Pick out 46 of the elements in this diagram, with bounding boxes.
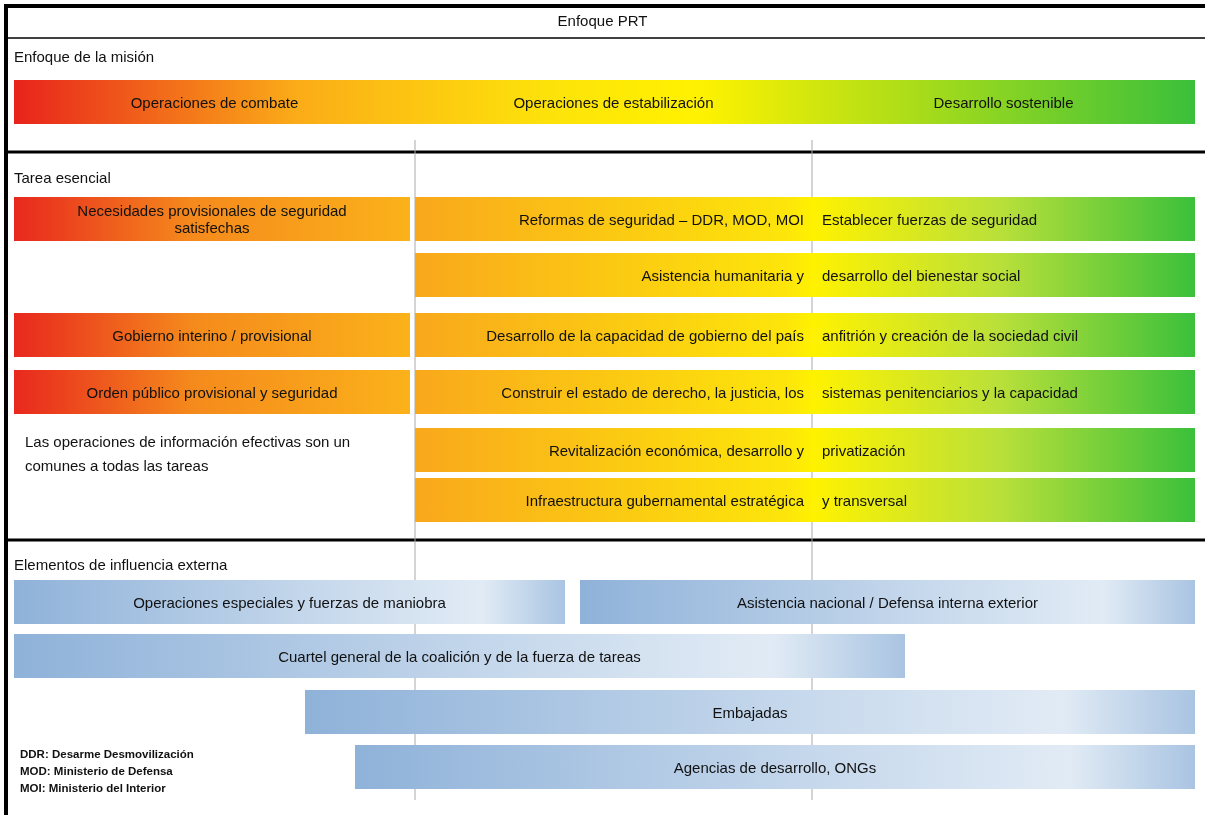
bar-label: Cuartel general de la coalición y de la fuerza de tareas (277, 646, 642, 667)
bar-label: Embajadas (711, 702, 789, 723)
gradient-bar (415, 313, 1195, 357)
gradient-bar (580, 580, 1195, 624)
bar-label: Asistencia humanitaria y (640, 265, 805, 286)
abbreviation-note: MOI: Ministerio del Interior (20, 782, 166, 794)
gradient-bar (415, 370, 1195, 414)
section-heading: Tarea esencial (14, 169, 111, 186)
bar-label: Operaciones de estabilización (512, 92, 715, 113)
bar-label: Construir el estado de derecho, la justicia, los (500, 382, 805, 403)
bar-label: desarrollo del bienestar social (821, 265, 1022, 286)
gradient-bar (415, 253, 1195, 297)
diagram-title: Enfoque PRT (556, 12, 649, 29)
gradient-bar (14, 313, 410, 357)
bar-label: Operaciones de combate (129, 92, 300, 113)
bar-label: Asistencia nacional / Defensa interna exterior (736, 592, 1039, 613)
gradient-bar (14, 580, 565, 624)
gradient-bar (305, 690, 1195, 734)
bar-label: Necesidades provisionales de seguridad satisfechas (76, 201, 348, 238)
section-heading: Enfoque de la misión (14, 48, 155, 65)
gradient-bar (14, 197, 410, 241)
bar-label: y transversal (821, 490, 909, 511)
bar-label: Gobierno interino / provisional (111, 325, 313, 346)
abbreviation-note: MOD: Ministerio de Defensa (20, 765, 173, 777)
bar-label: Establecer fuerzas de seguridad (821, 209, 1039, 230)
bar-label: Operaciones especiales y fuerzas de maniobra (132, 592, 447, 613)
bar-label: Agencias de desarrollo, ONGs (672, 757, 878, 778)
bar-label: Desarrollo de la capacidad de gobierno del país (485, 325, 805, 346)
section-heading: Elementos de influencia externa (14, 556, 228, 573)
bar-label: sistemas penitenciarios y la capacidad (821, 382, 1079, 403)
gradient-bar (415, 478, 1195, 522)
gradient-bar (14, 80, 1195, 124)
bar-label: anfitrión y creación de la sociedad civil (821, 325, 1079, 346)
gradient-bar (14, 370, 410, 414)
abbreviation-note: DDR: Desarme Desmovilización (20, 748, 194, 760)
bar-label: privatización (821, 440, 907, 461)
bar-label: Orden público provisional y seguridad (85, 382, 339, 403)
gradient-bar (415, 428, 1195, 472)
note-text: Las operaciones de información efectivas son un comunes a todas las tareas (25, 432, 352, 476)
gradient-bar (415, 197, 1195, 241)
bar-label: Infraestructura gubernamental estratégica (524, 490, 805, 511)
bar-label: Desarrollo sostenible (932, 92, 1075, 113)
gradient-bar (355, 745, 1195, 789)
bar-label: Reformas de seguridad – DDR, MOD, MOI (517, 209, 805, 230)
gradient-bar (14, 634, 905, 678)
bar-label: Revitalización económica, desarrollo y (547, 440, 805, 461)
